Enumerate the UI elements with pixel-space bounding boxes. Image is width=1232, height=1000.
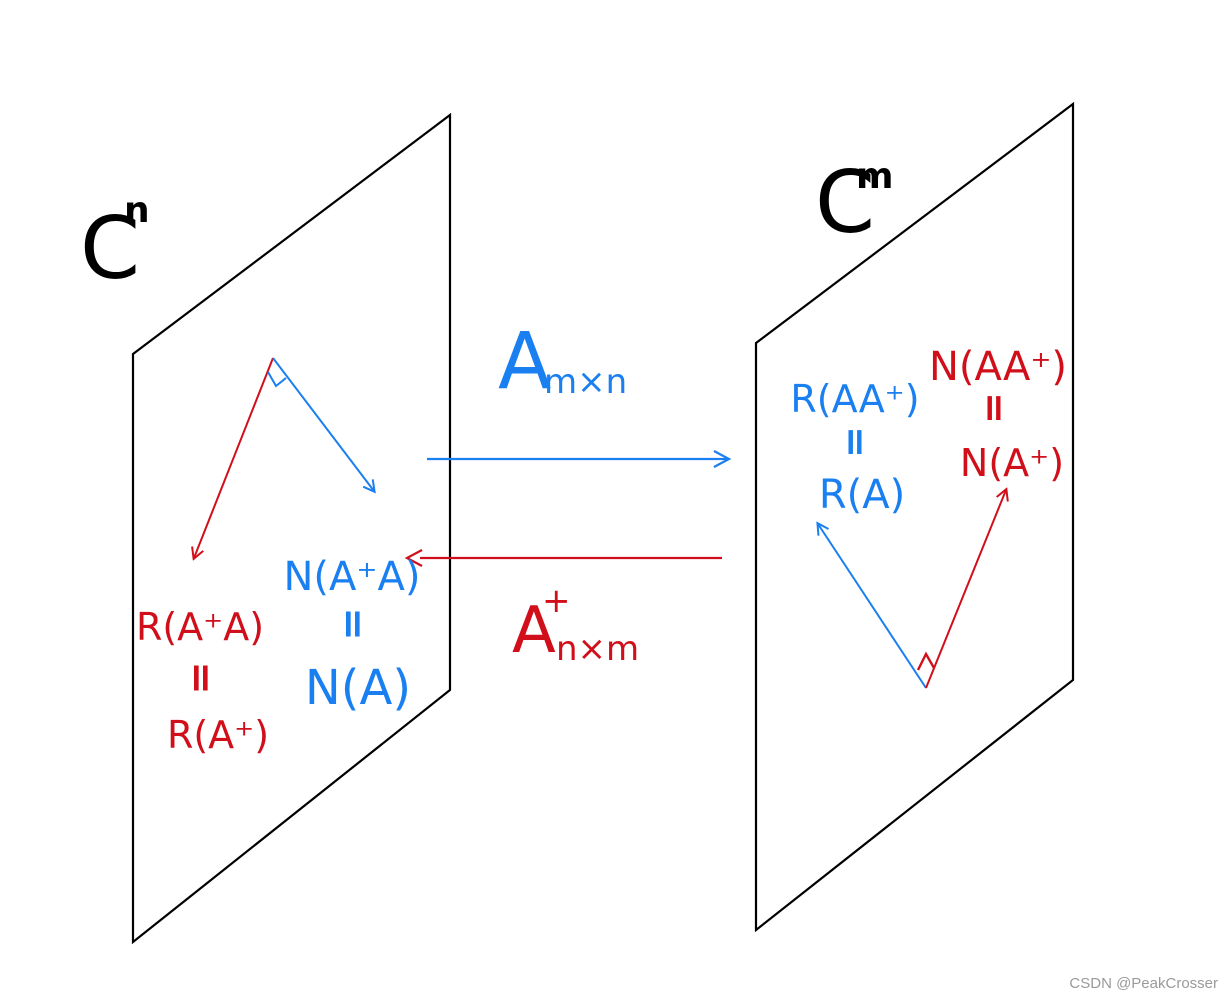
- label-space-right: C m: [815, 153, 894, 253]
- left-blue-top: N(A⁺A): [284, 554, 421, 600]
- right-blue-vector: [818, 524, 927, 689]
- left-right-angle-mark: [267, 371, 287, 388]
- left-red-eq: =: [178, 661, 224, 695]
- watermark: CSDN @PeakCrosser: [1069, 975, 1218, 992]
- label-backward-map: A + n×m: [512, 581, 639, 669]
- label-space-left: C n: [80, 190, 150, 299]
- right-blue-top: R(AA⁺): [790, 377, 919, 421]
- right-red-bottom: N(A⁺): [960, 441, 1064, 485]
- forward-map-sub: m×n: [544, 362, 627, 402]
- left-blue-vector: [272, 357, 374, 491]
- right-plane: [754, 101, 1075, 933]
- right-red-stack: N(AA⁺) = N(A⁺): [929, 344, 1067, 485]
- left-red-bottom: R(A⁺): [167, 713, 269, 757]
- space-left-base: C: [80, 199, 140, 299]
- left-plane: [131, 112, 452, 945]
- backward-map-base: A: [512, 594, 556, 668]
- right-vectors: [818, 490, 1006, 689]
- left-vectors: [194, 357, 374, 558]
- left-blue-eq: =: [330, 607, 376, 641]
- right-red-top: N(AA⁺): [929, 344, 1067, 390]
- left-red-top: R(A⁺A): [136, 605, 264, 649]
- left-blue-stack: N(A⁺A) = N(A): [284, 554, 421, 716]
- left-red-vector: [194, 357, 274, 558]
- space-right-base: C: [815, 153, 875, 253]
- right-red-eq: =: [973, 392, 1017, 424]
- backward-map-sup: +: [542, 581, 571, 621]
- space-right-sup: m: [856, 156, 894, 197]
- right-blue-bottom: R(A): [819, 472, 905, 518]
- backward-map-sub: n×m: [556, 629, 639, 669]
- right-blue-eq: =: [834, 426, 878, 458]
- space-left-sup: n: [124, 190, 150, 231]
- right-right-angle-mark: [916, 651, 936, 671]
- label-forward-map: A m×n: [498, 317, 627, 407]
- left-blue-bottom: N(A): [305, 660, 411, 716]
- left-red-stack: R(A⁺A) = R(A⁺): [136, 605, 269, 757]
- forward-map-base: A: [498, 317, 551, 407]
- right-blue-stack: R(AA⁺) = R(A): [790, 377, 919, 518]
- right-red-vector: [925, 490, 1006, 689]
